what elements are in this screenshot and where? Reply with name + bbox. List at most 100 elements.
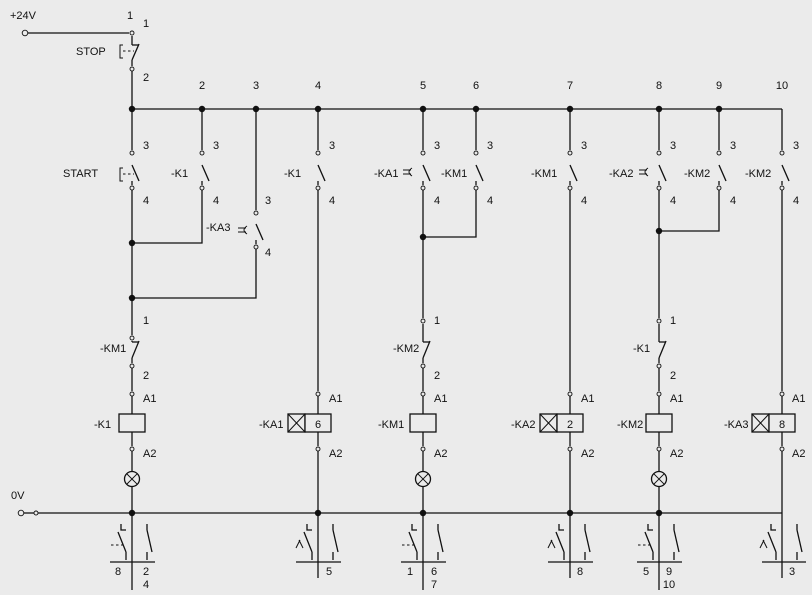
km1-interlock-contact-nc: 1 -KM1 2 [100,315,149,397]
ka2-contact-pin-3: 3 [670,140,676,152]
ka1-contact-label: -KA1 [374,168,398,180]
km1-r7-pin-4: 4 [581,195,587,207]
km2-nc-label: -KM2 [393,343,419,355]
stop-label: STOP [76,46,106,58]
ka2-ref-no: 8 [577,566,583,578]
km1-ref-no-2: 7 [431,579,437,591]
ka1-coil-a2: A2 [329,448,342,460]
ka2-contact-pin-4: 4 [670,195,676,207]
km2-ref-no-2: 10 [663,579,675,591]
km2-coil-a1: A1 [670,393,683,405]
ka1-contact-pin-4: 4 [434,195,440,207]
km2-ref-nc: 5 [643,566,649,578]
km2-nc-pin-2: 2 [434,370,440,382]
bus-number-4: 4 [315,80,321,92]
ka2-timer-coil: A1 -KA2 2 A2 [511,393,594,513]
k1-ref-nc: 8 [115,566,121,578]
km2-coil-a2: A2 [670,448,683,460]
km2-coil-label: -KM2 [617,419,643,431]
k1-nc-pin-2: 2 [670,370,676,382]
ka3-coil-a1: A1 [792,393,805,405]
km1-ref-nc: 1 [407,566,413,578]
rung-4: 3 -K1 4 A1 -KA1 6 A2 5 [259,109,342,578]
ka3-coil-ref: 8 [779,419,785,431]
ka2-coil-a1: A1 [581,393,594,405]
km1-nc-pin-1: 1 [143,315,149,327]
km1-coil-a1: A1 [434,393,447,405]
bus-line: 2 2 3 4 5 6 7 8 9 10 [128,80,788,113]
rung-7: 3 -KM1 4 A1 -KA2 2 A2 8 [511,109,594,578]
km1-r7-label: -KM1 [531,168,557,180]
km2-ref-no-1: 9 [666,566,672,578]
km2-r10-pin-4: 4 [793,195,799,207]
indicator-lamp-icon [650,470,668,513]
bus-number-1: 1 [127,10,133,22]
ka3-timer-contact-no: 3 -KA3 4 [132,109,271,299]
supply-positive-terminal [21,29,29,37]
k1-contact-mirror: 8 2 4 [110,513,155,591]
bus-number-3: 3 [253,80,259,92]
km2-hold-pin-3: 3 [730,140,736,152]
km2-hold-label: -KM2 [684,168,710,180]
km1-hold-pin-3: 3 [487,140,493,152]
supply-positive: +24V 1 1 [10,10,149,37]
bus-number-2-label: 2 [199,80,205,92]
km1-contact-mirror: 1 6 7 [401,513,446,591]
ka3-contact-pin-3: 3 [265,195,271,207]
ka3-contact-pin-4: 4 [265,247,271,259]
km2-hold-pin-4: 4 [730,195,736,207]
km2-r10-label: -KM2 [745,168,771,180]
bus-number-7: 7 [567,80,573,92]
ka1-timer-contact-no: 3 -KA1 4 [374,109,440,318]
rung-5: 3 -KA1 4 3 -KM1 4 1 -KM2 [374,109,493,591]
stop-pin-2: 2 [143,72,149,84]
ka2-contact-mirror: 8 [547,513,593,578]
km1-nc-label: -KM1 [100,343,126,355]
ka2-timer-contact-no: 3 -KA2 4 [609,109,676,318]
ka1-contact-mirror: 5 [295,513,341,578]
k1-r4-pin-4: 4 [329,195,335,207]
ka1-contact-pin-3: 3 [434,140,440,152]
start-pushbutton-no: 3 START 4 [63,109,149,335]
supply-negative-label: 0V [11,490,25,502]
bus-number-9: 9 [716,80,722,92]
start-pin-3: 3 [143,140,149,152]
ka2-coil-label: -KA2 [511,419,535,431]
km2-coil: A1 -KM2 A2 [617,393,683,471]
k1-coil-label: -K1 [94,419,111,431]
ka1-coil-a1: A1 [329,393,342,405]
km2-r10-pin-3: 3 [793,140,799,152]
ka1-coil-label: -KA1 [259,419,283,431]
supply-positive-label: +24V [10,10,37,22]
k1-hold-pin-4: 4 [213,195,219,207]
k1-r4-pin-3: 3 [329,140,335,152]
km1-coil-a2: A2 [434,448,447,460]
stop-pin-1: 1 [143,18,149,30]
k1-hold-label: -K1 [171,168,188,180]
ka2-contact-label: -KA2 [609,168,633,180]
ka3-contact-label: -KA3 [206,222,230,234]
k1-coil: A1 -K1 A2 [94,393,156,471]
k1-ref-no-1: 2 [143,566,149,578]
ka3-coil-a2: A2 [792,448,805,460]
km1-hold-label: -KM1 [441,168,467,180]
rung-1: 3 START 4 3 -K1 4 3 [63,109,271,591]
km2-contact-mirror: 5 9 10 [637,513,682,591]
km2-interlock-contact-nc: 1 -KM2 2 [393,315,440,397]
ka3-coil-label: -KA3 [724,419,748,431]
km2-nc-pin-1: 1 [434,315,440,327]
ka1-coil-ref: 6 [315,419,321,431]
km1-holding-contact-no: 3 -KM1 4 [423,109,493,238]
km1-coil: A1 -KM1 A2 [378,393,447,471]
k1-holding-contact-no: 3 -K1 4 [132,109,219,244]
bus-number-8: 8 [656,80,662,92]
km2-holding-contact-no: 3 -KM2 4 [659,109,736,232]
bus-number-6: 6 [473,80,479,92]
k1-coil-a2: A2 [143,448,156,460]
km1-ref-no-1: 6 [431,566,437,578]
rung-8: 3 -KA2 4 3 -KM2 4 1 -K1 [609,109,736,591]
bus-number-5: 5 [420,80,426,92]
indicator-lamp-icon [414,470,432,513]
k1-nc-pin-1: 1 [670,315,676,327]
